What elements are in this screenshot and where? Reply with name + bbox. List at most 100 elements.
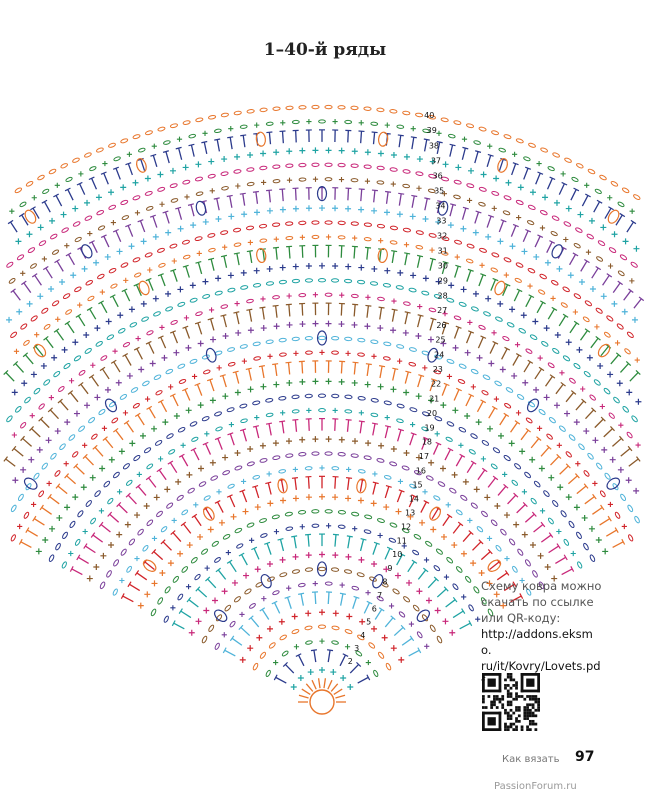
single-crochet: [273, 149, 280, 156]
stitch-top: [480, 335, 487, 339]
download-link[interactable]: http://addons.eksmo. ru/it/Kovry/Lovets.…: [481, 626, 601, 690]
chain-stitch: [201, 635, 208, 644]
stitch-top: [83, 543, 88, 549]
stitch-top: [537, 234, 544, 238]
single-crochet: [464, 349, 471, 356]
stitch-top: [504, 346, 511, 351]
chain-stitch: [396, 124, 405, 129]
single-crochet: [345, 495, 352, 502]
double-crochet: [190, 144, 195, 157]
stitch-top: [379, 365, 386, 368]
stitch-top: [3, 456, 9, 462]
single-crochet: [583, 428, 590, 435]
qr-code[interactable]: [482, 673, 540, 731]
double-crochet: [67, 254, 75, 266]
double-crochet: [411, 137, 415, 150]
chain-stitch: [631, 415, 638, 423]
chain-stitch: [324, 177, 333, 182]
stitch-top: [342, 653, 349, 657]
stitch-top: [215, 567, 221, 573]
stitch-top: [398, 489, 405, 493]
single-crochet: [626, 389, 633, 396]
chain-stitch: [207, 173, 216, 179]
chain-stitch: [473, 140, 481, 145]
stitch-top: [570, 390, 577, 395]
chain-stitch: [214, 642, 220, 650]
chain-stitch: [403, 596, 411, 603]
chain-stitch: [491, 130, 500, 136]
single-crochet: [140, 300, 147, 307]
double-crochet: [441, 322, 447, 335]
chain-stitch: [119, 394, 128, 400]
single-crochet: [215, 275, 222, 282]
stitch-top: [188, 143, 195, 147]
chain-stitch: [470, 368, 479, 375]
chain-stitch: [214, 290, 223, 296]
single-crochet: [573, 504, 580, 511]
single-crochet: [325, 436, 332, 443]
double-crochet: [461, 147, 466, 160]
qr-module: [520, 695, 524, 698]
chain-stitch: [166, 433, 174, 439]
double-crochet: [424, 198, 428, 211]
single-crochet: [161, 354, 168, 361]
chain-stitch: [172, 575, 179, 583]
chain-stitch: [48, 168, 57, 175]
single-crochet: [51, 354, 58, 361]
chain-stitch: [85, 500, 92, 507]
single-crochet: [478, 570, 485, 577]
single-crochet: [291, 613, 298, 620]
single-crochet: [13, 348, 20, 354]
stitch-top: [186, 596, 192, 603]
single-crochet: [260, 383, 267, 390]
double-crochet: [565, 392, 575, 403]
stitch-top: [635, 456, 641, 462]
stitch-top: [346, 535, 353, 538]
single-crochet: [344, 644, 351, 650]
stitch-top: [581, 398, 587, 404]
double-crochet: [240, 626, 251, 637]
chain-stitch: [376, 180, 385, 185]
cluster-stitch: [213, 609, 228, 623]
double-crochet: [248, 368, 252, 381]
stitch-top: [339, 592, 346, 595]
double-crochet: [384, 486, 390, 499]
chain-stitch: [94, 490, 101, 497]
single-crochet: [441, 191, 448, 197]
chain-stitch: [490, 463, 498, 470]
row-number-label: 11: [397, 536, 407, 545]
chain-stitch: [222, 470, 231, 476]
stitch-top: [371, 422, 379, 425]
double-crochet: [555, 556, 567, 565]
qr-finder: [520, 673, 524, 693]
single-crochet: [134, 512, 141, 519]
single-crochet: [81, 265, 88, 272]
stitch-top: [516, 288, 523, 293]
cluster-stitch: [202, 506, 215, 521]
single-crochet: [279, 206, 286, 213]
single-crochet: [117, 312, 124, 319]
single-crochet: [461, 594, 467, 600]
chain-stitch: [421, 290, 430, 296]
row-number-label: 18: [422, 438, 432, 447]
double-crochet: [129, 583, 141, 592]
stitch-top: [285, 361, 292, 364]
chain-stitch: [198, 481, 207, 487]
chain-stitch: [252, 475, 261, 480]
double-crochet: [152, 215, 158, 228]
chain-stitch: [122, 463, 130, 470]
single-crochet: [580, 386, 586, 392]
double-crochet: [35, 345, 44, 357]
chain-stitch: [538, 289, 546, 295]
single-crochet: [358, 206, 365, 213]
qr-module: [523, 714, 527, 718]
single-crochet: [504, 555, 510, 562]
row-number-label: 37: [431, 156, 441, 165]
double-crochet: [432, 443, 440, 455]
single-crochet: [280, 120, 286, 126]
single-crochet: [247, 239, 253, 246]
double-crochet: [544, 376, 553, 387]
single-crochet: [332, 407, 338, 414]
chain-stitch: [415, 112, 424, 118]
chain-stitch: [495, 544, 502, 552]
